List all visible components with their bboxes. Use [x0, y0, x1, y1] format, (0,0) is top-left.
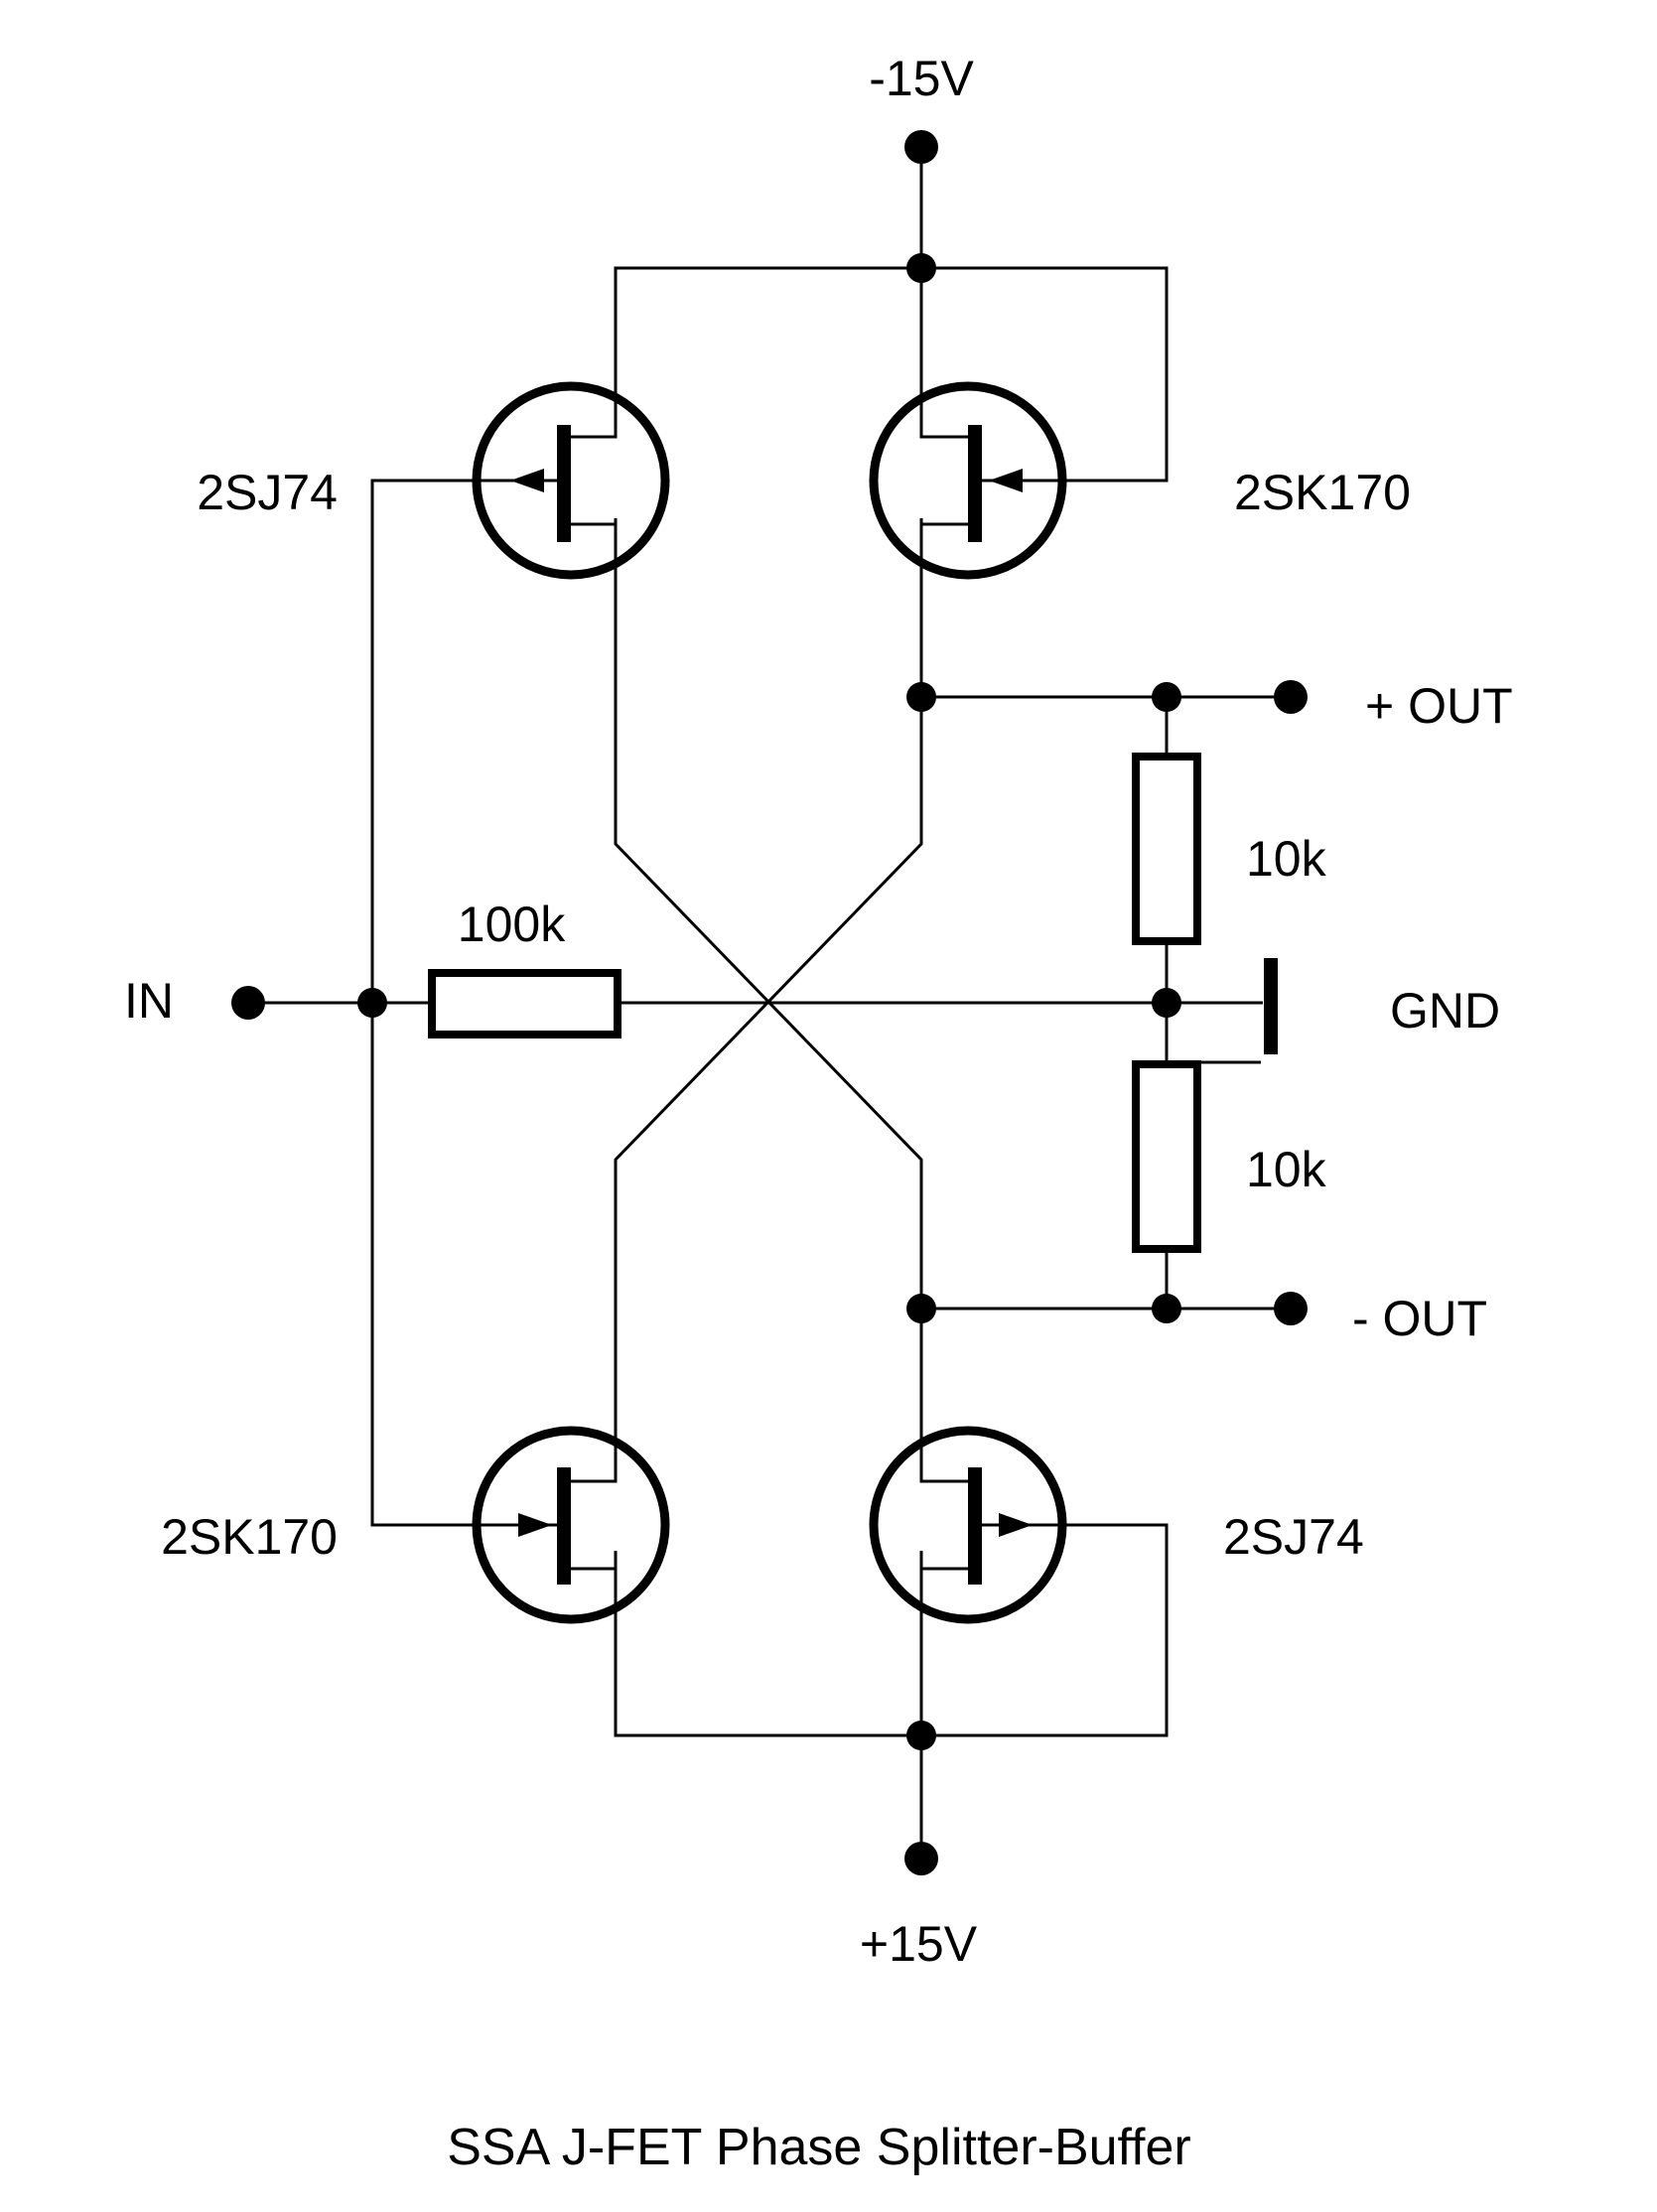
- label-jfet-top-right: 2SK170: [1234, 465, 1411, 520]
- label-resistor-upper: 10k: [1246, 831, 1327, 887]
- label-plus-out: + OUT: [1365, 678, 1513, 734]
- resistor-lower: [1132, 1060, 1201, 1253]
- wires: [248, 147, 1289, 1859]
- terminal-plus-out: [1274, 680, 1308, 714]
- label-resistor-input: 100k: [458, 897, 566, 952]
- label-jfet-bottom-left: 2SK170: [161, 1509, 338, 1565]
- junction-in: [357, 988, 387, 1018]
- label-pos-rail: +15V: [860, 1916, 978, 1972]
- resistor-upper: [1132, 753, 1201, 945]
- terminal-pos-rail: [904, 1842, 938, 1875]
- label-jfet-bottom-right: 2SJ74: [1223, 1509, 1364, 1565]
- terminal-minus-out: [1274, 1292, 1308, 1325]
- junction-top-bus: [906, 253, 936, 283]
- junction-minus-out-right: [1152, 1294, 1181, 1323]
- label-input: IN: [124, 973, 174, 1029]
- junction-bottom-bus: [906, 1721, 936, 1750]
- terminal-in: [231, 986, 265, 1020]
- label-resistor-lower: 10k: [1246, 1142, 1327, 1197]
- jfet-top-right: [869, 381, 1067, 580]
- label-ground: GND: [1390, 983, 1500, 1038]
- terminal-neg-rail: [904, 130, 938, 164]
- jfet-bottom-left: [472, 1426, 670, 1624]
- junction-gnd: [1152, 988, 1181, 1018]
- label-jfet-top-left: 2SJ74: [197, 465, 338, 520]
- junction-minus-out-left: [906, 1294, 936, 1323]
- resistor-input: [428, 969, 621, 1038]
- label-neg-rail: -15V: [869, 51, 974, 106]
- junction-plus-out-left: [906, 682, 936, 712]
- jfet-top-left: [472, 381, 670, 580]
- junctions: [231, 130, 1308, 1875]
- junction-plus-out-right: [1152, 682, 1181, 712]
- label-minus-out: - OUT: [1352, 1291, 1487, 1346]
- jfet-bottom-right: [869, 1426, 1067, 1624]
- diagram-title: SSA J-FET Phase Splitter-Buffer: [447, 2119, 1191, 2176]
